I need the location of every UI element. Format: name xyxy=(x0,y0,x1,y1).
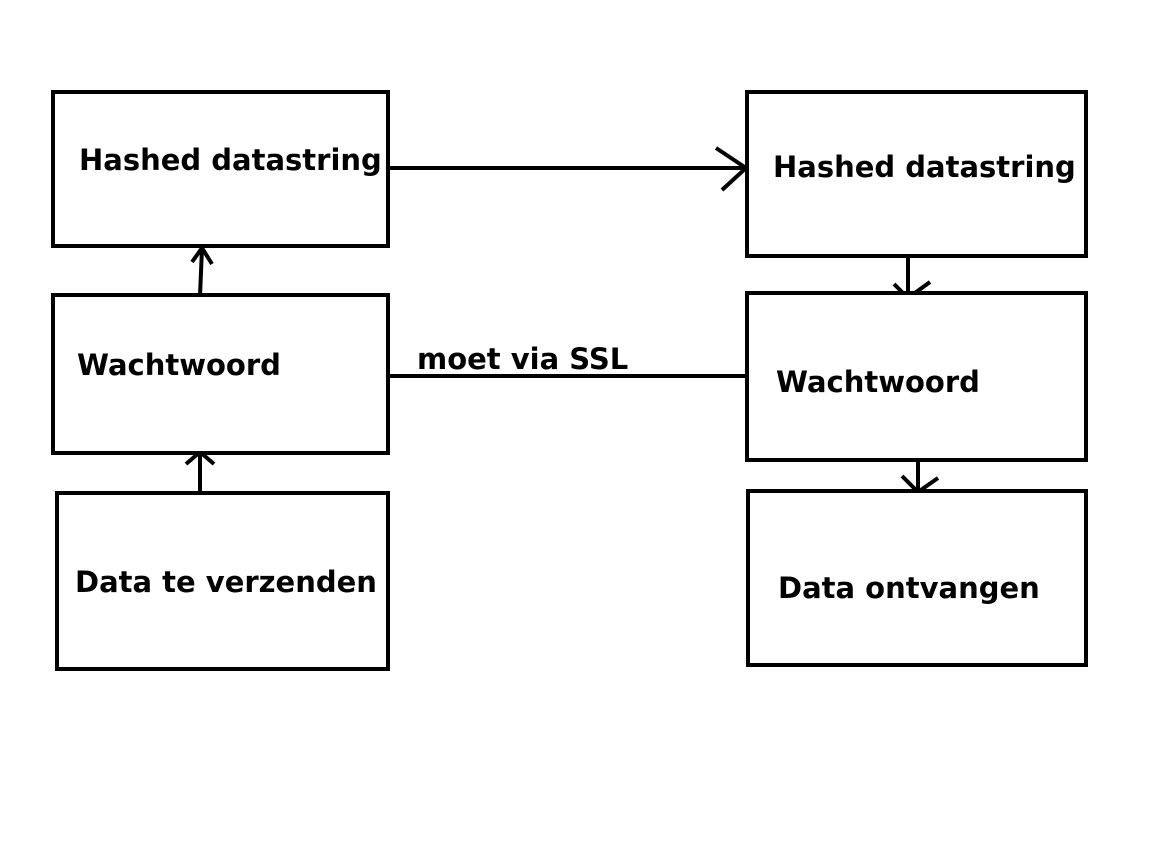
arrow-password-to-hashed-line xyxy=(198,247,204,297)
receiver-hashed-datastring-label: Hashed datastring xyxy=(773,150,1076,184)
receiver-hashed-datastring-box xyxy=(745,90,1088,258)
arrow-password-to-hashed-head xyxy=(190,244,214,266)
receiver-password-label: Wachtwoord xyxy=(776,365,980,399)
sender-hashed-datastring-box xyxy=(51,90,390,248)
sender-password-label: Wachtwoord xyxy=(77,348,281,382)
sender-data-box xyxy=(55,491,390,671)
sender-data-label: Data te verzenden xyxy=(75,565,377,599)
receiver-data-label: Data ontvangen xyxy=(778,571,1040,605)
sender-password-box xyxy=(51,293,390,455)
receiver-password-box xyxy=(745,291,1088,462)
ssl-connection-label: moet via SSL xyxy=(417,342,629,376)
receiver-data-box xyxy=(746,489,1088,667)
sender-hashed-datastring-label: Hashed datastring xyxy=(79,143,382,177)
